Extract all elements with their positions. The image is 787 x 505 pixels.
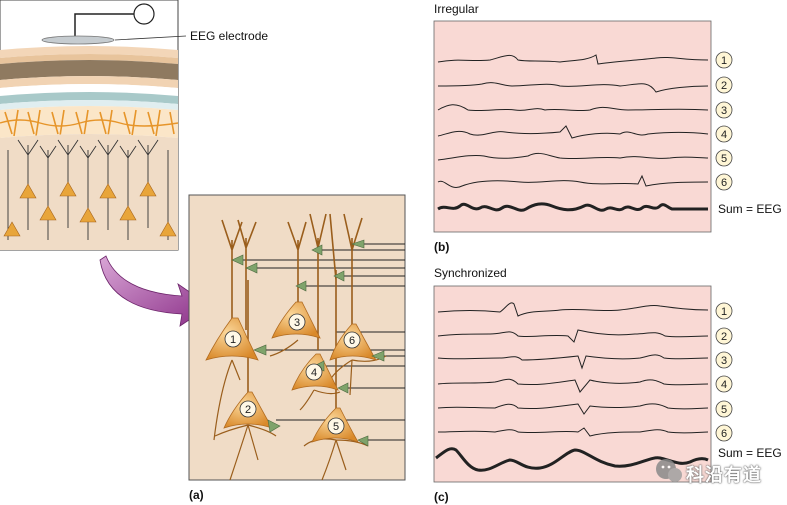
neuron-4: 4 [305,363,323,381]
trace-c-4-badge: 4 [715,375,733,393]
cortex-section [0,0,187,251]
svg-text:2: 2 [245,404,251,416]
zoom-arrow [99,255,211,327]
neuron-1: 1 [224,330,242,348]
svg-text:5: 5 [721,153,727,165]
trace-b-4 [437,125,709,139]
svg-text:3: 3 [721,105,727,117]
trace-c-4 [437,378,709,393]
trace-b-1 [437,54,709,65]
trace-c-2 [437,329,709,343]
neuron-5: 5 [327,417,345,435]
watermark-logo-icon [656,459,682,482]
trace-b-2-badge: 2 [715,76,733,94]
panel-b-traces [437,54,709,212]
panel-b-badges: 1 2 3 4 5 6 [715,51,733,191]
svg-text:4: 4 [311,367,317,379]
trace-c-3-badge: 3 [715,351,733,369]
trace-b-5-badge: 5 [715,149,733,167]
panel-a-label: (a) [189,488,204,502]
trace-c-5 [437,403,709,415]
panel-b-trace-box [433,20,712,233]
panel-c-badges: 1 2 3 4 5 6 [715,302,733,442]
trace-b-1-badge: 1 [715,51,733,69]
trace-c-3 [437,354,709,370]
eeg-electrode [41,35,115,45]
panel-c-traces [435,302,709,472]
svg-text:1: 1 [721,306,727,318]
svg-text:6: 6 [721,428,727,440]
neuron-6: 6 [343,331,361,349]
electrode-label: EEG electrode [190,29,268,43]
svg-text:1: 1 [721,55,727,67]
trace-b-4-badge: 4 [715,125,733,143]
svg-text:3: 3 [721,355,727,367]
synchronized-title: Synchronized [434,266,507,280]
svg-text:2: 2 [721,80,727,92]
svg-text:4: 4 [721,379,727,391]
svg-text:6: 6 [721,177,727,189]
trace-c-1-badge: 1 [715,302,733,320]
irregular-title: Irregular [434,2,479,16]
trace-b-sum [437,202,708,212]
trace-b-3 [437,104,709,112]
svg-text:6: 6 [349,335,355,347]
electrode-connector [133,3,155,25]
trace-b-2 [437,82,709,93]
panel-a-neurons: 1 2 3 4 5 6 [188,194,406,481]
trace-c-sum [435,447,709,472]
trace-c-6-badge: 6 [715,424,733,442]
panel-b-label: (b) [434,240,449,254]
trace-c-6 [437,427,709,437]
svg-text:3: 3 [294,317,300,329]
neuron-2: 2 [239,400,257,418]
trace-b-3-badge: 3 [715,101,733,119]
panel-c-label: (c) [434,490,449,504]
watermark-text: 科沿有道 [686,465,762,486]
trace-b-6-badge: 6 [715,173,733,191]
svg-text:1: 1 [230,334,236,346]
trace-b-5 [437,152,709,161]
svg-text:2: 2 [721,331,727,343]
trace-c-1 [437,302,709,317]
panel-c-trace-box [433,285,712,483]
trace-c-5-badge: 5 [715,400,733,418]
trace-b-6 [437,174,709,188]
svg-text:4: 4 [721,129,727,141]
sum-eeg-label-b: Sum = EEG [718,202,782,216]
neuron-3: 3 [288,313,306,331]
trace-c-2-badge: 2 [715,327,733,345]
svg-text:5: 5 [721,404,727,416]
svg-text:5: 5 [333,421,339,433]
sum-eeg-label-c: Sum = EEG [718,446,782,460]
